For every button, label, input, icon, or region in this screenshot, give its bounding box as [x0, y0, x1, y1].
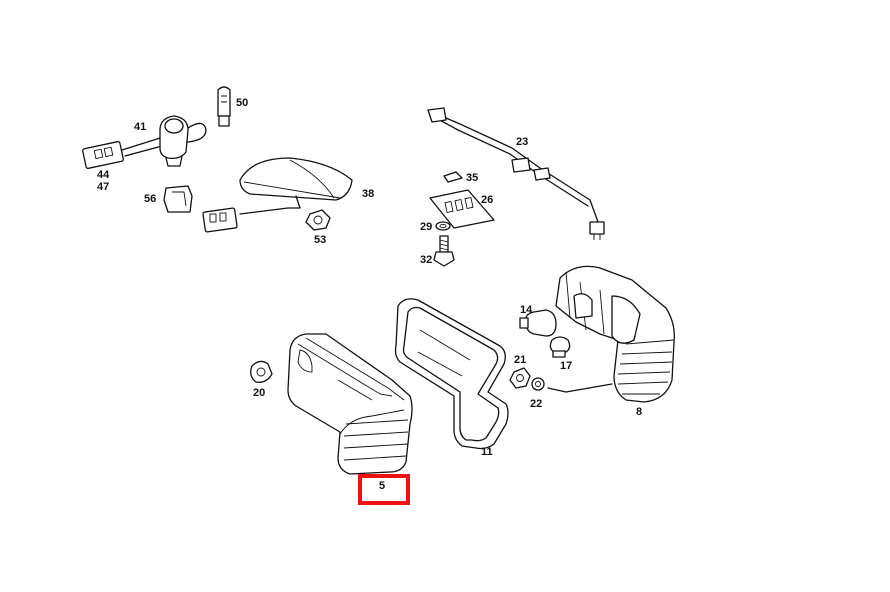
part-14-bulb [519, 309, 557, 337]
part-53-nut [305, 209, 331, 231]
label-56: 56 [144, 193, 156, 205]
label-22: 22 [530, 398, 542, 410]
part-21-nut [509, 367, 531, 389]
label-17: 17 [560, 360, 572, 372]
label-21: 21 [514, 354, 526, 366]
part-26-lamp-board [429, 189, 495, 229]
label-23: 23 [516, 136, 528, 148]
label-20: 20 [253, 387, 265, 399]
label-35: 35 [466, 172, 478, 184]
part-38-lamp-housing [202, 157, 353, 233]
part-22-washer [531, 377, 545, 391]
highlight-box-5 [358, 474, 410, 505]
label-29: 29 [420, 221, 432, 233]
label-11: 11 [481, 446, 493, 458]
label-47: 47 [97, 181, 109, 193]
label-32: 32 [420, 254, 432, 266]
label-53: 53 [314, 234, 326, 246]
label-26: 26 [481, 194, 493, 206]
part-35-small-bulb [443, 171, 463, 183]
label-44: 44 [97, 169, 110, 181]
label-5: 5 [379, 480, 385, 492]
part-20-plug [250, 360, 273, 383]
part-5-tail-lamp-lens [287, 333, 413, 475]
part-23-wiring-harness [427, 107, 605, 240]
label-38: 38 [362, 188, 374, 200]
label-41: 41 [134, 121, 146, 133]
part-11-gasket [394, 298, 509, 450]
part-50-wedge-bulb [217, 86, 231, 127]
part-32-screw [433, 235, 455, 267]
label-50: 50 [236, 97, 248, 109]
part-17-bulb [549, 336, 571, 358]
part-29-washer [435, 221, 451, 231]
part-8-lamp-carrier [547, 265, 675, 403]
part-41-bulb-socket [82, 115, 207, 170]
label-8: 8 [636, 406, 642, 418]
label-14: 14 [520, 304, 533, 316]
part-56-clip [163, 185, 193, 213]
